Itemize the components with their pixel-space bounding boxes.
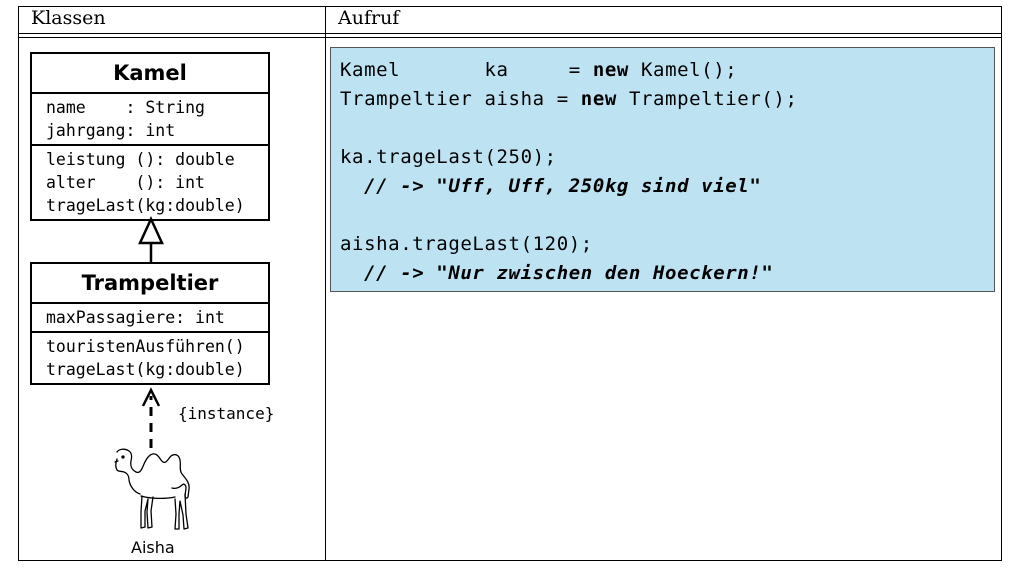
table-frame bbox=[18, 6, 1002, 561]
class-trampeltier-attributes: maxPassagiere: int bbox=[32, 304, 268, 331]
header-aufruf: Aufruf bbox=[338, 7, 400, 29]
class-kamel-methods: leistung (): double alter (): int trageLas… bbox=[32, 144, 268, 219]
trampeltier-attr-maxpassagiere: maxPassagiere: int bbox=[46, 308, 225, 327]
code-keyword-new: new bbox=[580, 88, 617, 110]
header-rule-bottom bbox=[18, 37, 1002, 38]
code-line: Kamel ka = new Kamel(); bbox=[340, 56, 994, 85]
class-trampeltier-title: Trampeltier bbox=[32, 264, 268, 304]
trampeltier-method-touristen: touristenAusführen() bbox=[46, 337, 245, 356]
code-text: Trampeltier aisha = bbox=[340, 88, 581, 110]
header-rule-top bbox=[18, 33, 1002, 34]
code-keyword-new: new bbox=[592, 59, 629, 81]
kamel-method-leistung: leistung (): double bbox=[46, 150, 235, 169]
class-trampeltier: Trampeltier maxPassagiere: int touristen… bbox=[30, 262, 270, 385]
trampeltier-method-tragelast: trageLast(kg:double) bbox=[46, 360, 245, 379]
class-kamel-title: Kamel bbox=[32, 54, 268, 94]
code-block: Kamel ka = new Kamel(); Trampeltier aish… bbox=[330, 47, 995, 292]
code-text: Kamel ka = bbox=[340, 59, 593, 81]
class-kamel-attributes: name : String jahrgang: int bbox=[32, 94, 268, 144]
kamel-attr-jahrgang: jahrgang: int bbox=[46, 121, 176, 140]
code-text: Trampeltier(); bbox=[616, 88, 798, 110]
code-line: ka.trageLast(250); bbox=[340, 146, 557, 168]
code-line-blank bbox=[340, 114, 994, 143]
column-divider bbox=[325, 6, 326, 561]
code-comment: // -> "Uff, Uff, 250kg sind viel" bbox=[340, 175, 762, 197]
code-line: Trampeltier aisha = new Trampeltier(); bbox=[340, 85, 994, 114]
header-klassen: Klassen bbox=[31, 7, 106, 29]
code-text: Kamel(); bbox=[628, 59, 738, 81]
object-label-aisha: Aisha bbox=[131, 538, 175, 557]
kamel-attr-name: name : String bbox=[46, 98, 205, 117]
instance-label: {instance} bbox=[178, 404, 275, 423]
kamel-method-tragelast: trageLast(kg:double) bbox=[46, 196, 245, 215]
class-kamel: Kamel name : String jahrgang: int leistun… bbox=[30, 52, 270, 221]
class-trampeltier-methods: touristenAusführen() trageLast(kg:double) bbox=[32, 331, 268, 383]
code-line-blank bbox=[340, 201, 994, 230]
kamel-method-alter: alter (): int bbox=[46, 173, 205, 192]
code-comment: // -> "Nur zwischen den Hoeckern!" bbox=[340, 262, 774, 284]
code-line: aisha.trageLast(120); bbox=[340, 233, 593, 255]
